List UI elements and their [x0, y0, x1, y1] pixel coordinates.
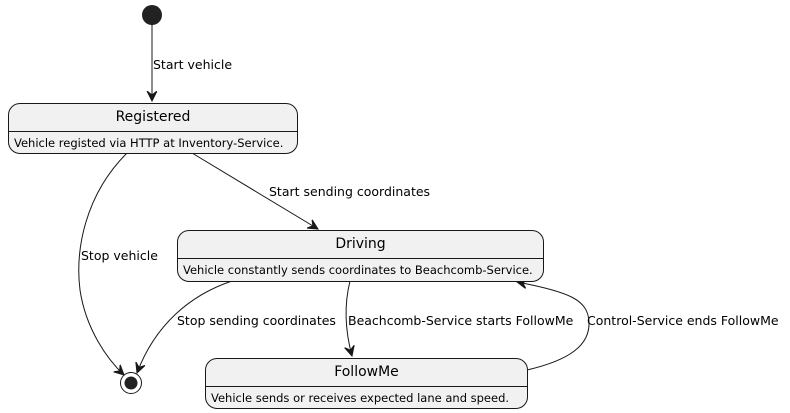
edge-registered-to-end — [78, 152, 128, 375]
state-description: Vehicle sends or receives expected lane … — [211, 391, 510, 405]
final-state-node-inner — [124, 376, 138, 390]
state-description: Vehicle registed via HTTP at Inventory-S… — [14, 136, 284, 150]
edge-registered-to-driving — [191, 152, 318, 229]
state-driving: Driving Vehicle constantly sends coordin… — [177, 230, 544, 282]
state-registered: Registered Vehicle registed via HTTP at … — [8, 103, 298, 154]
edge-driving-to-end — [137, 280, 233, 373]
edge-driving-to-followme — [346, 280, 352, 356]
edge-label-start-vehicle: Start vehicle — [153, 57, 233, 72]
state-title: Registered — [9, 104, 297, 132]
state-title: FollowMe — [206, 359, 527, 387]
state-followme: FollowMe Vehicle sends or receives expec… — [205, 358, 528, 409]
edge-label-beachcomb-starts-followme: Beachcomb-Service starts FollowMe — [348, 313, 574, 328]
edge-followme-to-driving — [517, 282, 590, 371]
state-title: Driving — [178, 231, 543, 259]
edge-label-start-sending-coordinates: Start sending coordinates — [269, 184, 431, 199]
edge-label-control-ends-followme: Control-Service ends FollowMe — [587, 313, 779, 328]
state-description: Vehicle constantly sends coordinates to … — [183, 263, 533, 277]
edge-label-stop-vehicle: Stop vehicle — [81, 248, 158, 263]
edge-label-stop-sending-coordinates: Stop sending coordinates — [177, 313, 336, 328]
initial-state-node — [142, 5, 162, 25]
